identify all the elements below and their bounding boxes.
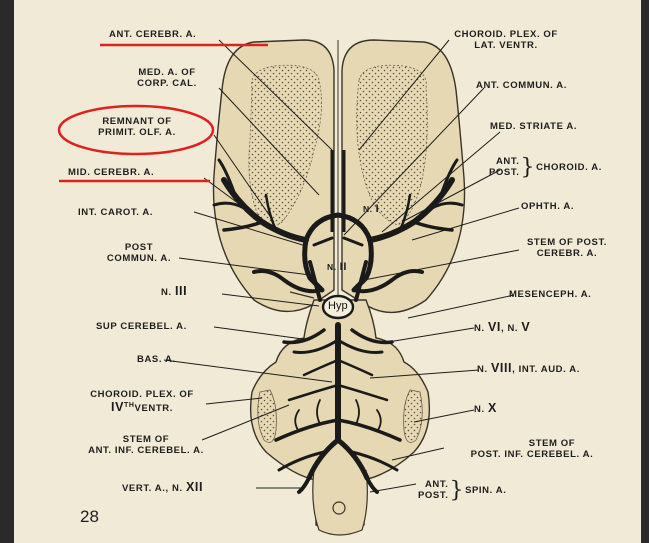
label-spin-a: SPIN. A. bbox=[465, 485, 506, 496]
page-number: 28 bbox=[80, 507, 99, 527]
label-n-iii-numeral: III bbox=[175, 284, 187, 298]
label-n-ii-numeral: II bbox=[340, 261, 347, 273]
label-stem-ant-line2: ANT. INF. CEREBEL. A. bbox=[76, 445, 216, 456]
label-ant-commun-a: ANT. COMMUN. A. bbox=[476, 80, 567, 91]
label-n-v-numeral: V bbox=[521, 320, 530, 334]
choroid-brace: } bbox=[520, 162, 535, 173]
label-ant-cerebr-a: ANT. CEREBR. A. bbox=[109, 29, 196, 40]
label-n-viii-prefix: N. bbox=[477, 364, 488, 375]
spin-brace: } bbox=[449, 485, 464, 496]
label-n-v-prefix: , N. bbox=[501, 323, 518, 334]
label-n-x: N. X bbox=[474, 403, 497, 415]
label-choroid-iv-numeral: IV bbox=[111, 400, 124, 414]
label-vert-numeral: XII bbox=[186, 480, 203, 494]
label-vert-prefix: VERT. A., N. bbox=[122, 483, 183, 494]
label-n-vi-prefix: N. bbox=[474, 323, 485, 334]
label-n-x-prefix: N. bbox=[474, 404, 485, 415]
label-ant-post-choroid-a: ANT. POST. }CHOROID. A. bbox=[489, 156, 602, 178]
label-choroid-a: CHOROID. A. bbox=[536, 162, 602, 173]
label-n-ii: N. II bbox=[327, 262, 347, 273]
label-med-a-of-line1: MED. A. OF bbox=[114, 67, 220, 78]
label-n-iii-prefix: N. bbox=[161, 287, 172, 298]
label-n-iii: N. III bbox=[161, 286, 187, 298]
label-mid-cerebr-a: MID. CEREBR. A. bbox=[68, 167, 154, 178]
label-choroid-lat-line2: LAT. VENTR. bbox=[441, 40, 571, 51]
label-spin-ant: ANT. bbox=[418, 479, 448, 490]
label-hyp: Hyp bbox=[328, 300, 348, 312]
label-n-viii-int-aud-a: N. VIII, INT. AUD. A. bbox=[477, 363, 580, 375]
label-n-ii-prefix: N. bbox=[327, 262, 337, 272]
label-choroid-post: POST. bbox=[489, 167, 519, 178]
label-stem-ant-inf-cerebel-a: STEM OF ANT. INF. CEREBEL. A. bbox=[76, 434, 216, 456]
label-choroid-iv-line2: IVTHVENTR. bbox=[78, 400, 206, 414]
label-stem-of-post-cerebr-a: STEM OF POST. CEREBR. A. bbox=[508, 237, 626, 259]
label-med-a-of-line2: CORP. CAL. bbox=[114, 78, 220, 89]
label-choroid-ant: ANT. bbox=[489, 156, 519, 167]
label-bas-a: BAS. A. bbox=[137, 354, 176, 365]
label-sup-cerebel-a: SUP CEREBEL. A. bbox=[96, 321, 187, 332]
label-mesenceph-a: MESENCEPH. A. bbox=[509, 289, 591, 300]
label-choroid-iv-superscript: TH bbox=[124, 402, 135, 409]
label-remnant-line2: PRIMIT. OLF. A. bbox=[72, 127, 202, 138]
label-med-striate-a: MED. STRIATE A. bbox=[490, 121, 577, 132]
label-choroid-plex-lat-ventr: CHOROID. PLEX. OF LAT. VENTR. bbox=[441, 29, 571, 51]
label-stem-post-inf-line2: POST. INF. CEREBEL. A. bbox=[446, 449, 618, 460]
label-stem-post-line1: STEM OF POST. bbox=[508, 237, 626, 248]
label-vert-a-n-xii: VERT. A., N. XII bbox=[122, 482, 203, 494]
label-n-vi-n-v: N. VI, N. V bbox=[474, 322, 530, 334]
label-int-carot-a: INT. CAROT. A. bbox=[78, 207, 153, 218]
label-post-commun-line2: COMMUN. A. bbox=[98, 253, 180, 264]
label-remnant-line1: REMNANT OF bbox=[72, 116, 202, 127]
label-n-x-numeral: X bbox=[488, 401, 497, 415]
label-choroid-iv-tail: VENTR. bbox=[135, 403, 173, 414]
label-n-i-numeral: I bbox=[376, 203, 380, 215]
label-choroid-iv-line1: CHOROID. PLEX. OF bbox=[78, 389, 206, 400]
label-choroid-plex-iv-ventr: CHOROID. PLEX. OF IVTHVENTR. bbox=[78, 389, 206, 414]
label-post-commun-a: POST COMMUN. A. bbox=[98, 242, 180, 264]
label-med-a-of-corp-cal: MED. A. OF CORP. CAL. bbox=[114, 67, 220, 89]
label-post-commun-line1: POST bbox=[98, 242, 180, 253]
label-n-i-prefix: N. bbox=[363, 204, 373, 214]
label-stem-post-inf-line1: STEM OF bbox=[446, 438, 618, 449]
label-int-aud-a: , INT. AUD. A. bbox=[512, 364, 580, 375]
label-choroid-lat-line1: CHOROID. PLEX. OF bbox=[441, 29, 571, 40]
label-ophth-a: OPHTH. A. bbox=[521, 201, 574, 212]
label-stem-post-inf-cerebel-a: STEM OF POST. INF. CEREBEL. A. bbox=[446, 438, 618, 460]
label-n-i: N. I bbox=[363, 204, 379, 215]
label-remnant-of-primit-olf-a: REMNANT OF PRIMIT. OLF. A. bbox=[72, 116, 202, 138]
label-ant-post-spin-a: ANT. POST. }SPIN. A. bbox=[418, 479, 506, 501]
label-stem-ant-line1: STEM OF bbox=[76, 434, 216, 445]
label-n-vi-numeral: VI bbox=[488, 320, 501, 334]
label-n-viii-numeral: VIII bbox=[491, 361, 512, 375]
textbook-page: ANT. CEREBR. A. MED. A. OF CORP. CAL. RE… bbox=[14, 0, 641, 543]
label-stem-post-line2: CEREBR. A. bbox=[508, 248, 626, 259]
label-spin-post: POST. bbox=[418, 490, 448, 501]
